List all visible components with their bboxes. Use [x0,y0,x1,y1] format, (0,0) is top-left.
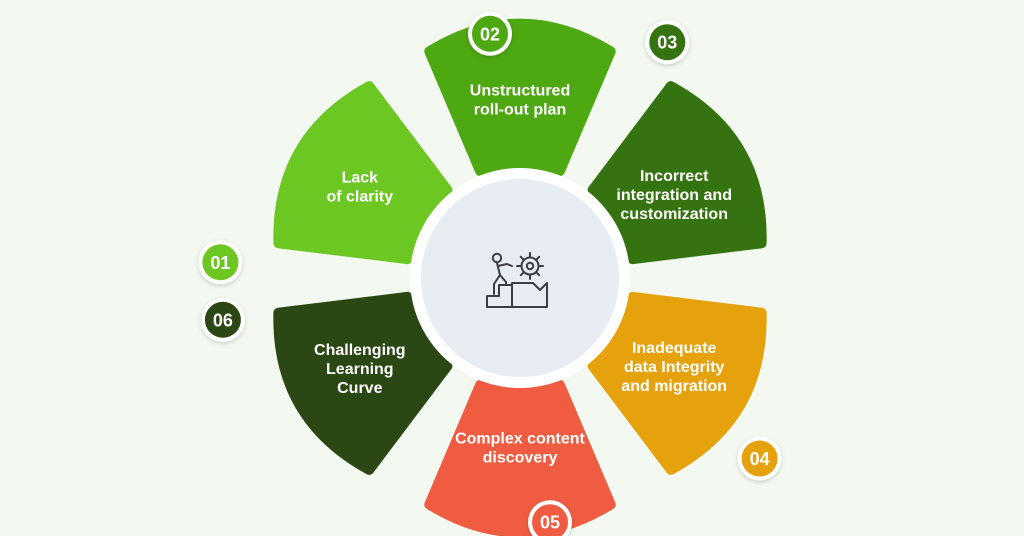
segment-03-label-line: customization [620,206,728,223]
segment-04-number: 04 [750,449,770,469]
segment-06-label-line: Challenging [314,342,406,359]
segment-04-number-badge: 04 [737,436,782,481]
segment-04-badge-fill [741,440,778,477]
segment-02-label-line: Unstructured [470,83,570,100]
person-pushing-gear-icon [486,252,548,308]
segment-05-shape [424,379,616,536]
segment-03-label-line: Incorrect [640,168,709,185]
segment-06-number: 06 [213,310,233,330]
segment-01-label-line: of clarity [326,189,393,206]
segment-04-label-line: Inadequate [632,340,717,357]
segment-04-label: Inadequate data Integrity and migration [621,340,727,395]
segment-02-label: Unstructured roll-out plan [470,83,570,119]
segment-06-label-line: Curve [337,380,382,397]
segment-01: Lack of clarity 01 [198,81,453,285]
segment-01-badge-fill [202,244,239,281]
segment-06-number-badge: 06 [200,297,245,342]
center-hub-disc [421,179,619,377]
segment-02: Unstructured roll-out plan 02 [424,11,616,177]
segment-03-number-badge: 03 [645,20,690,65]
segment-03-label: Incorrect integration and customization [616,168,732,223]
segment-01-label: Lack of clarity [326,170,393,206]
segment-02-number-badge: 02 [468,11,512,56]
segment-05-number-badge: 05 [528,500,572,536]
segment-02-shape [424,18,616,177]
segment-05-label-line: Complex content [455,431,585,448]
segment-04-shape [587,291,767,475]
segment-03-badge-fill [649,24,686,61]
segment-06-label-line: Learning [326,361,394,378]
segment-02-label-line: roll-out plan [474,102,566,119]
segment-06-shape [273,291,453,475]
segment-05-badge-fill [532,504,568,536]
segment-03-label-line: integration and [616,187,732,204]
segment-05-label-line: discovery [483,450,558,467]
segment-01-shape [273,81,453,265]
segment-01-label-line: Lack [342,170,379,187]
segment-03: Incorrect integration and customization 03 [587,20,767,265]
segments-layer: Lack of clarity 01 Unstructured roll-out pla… [198,11,782,536]
segment-04: Inadequate data Integrity and migration 04 [587,291,782,481]
segment-02-badge-fill [472,15,508,52]
segment-06-badge-fill [204,301,241,338]
segment-04-label-line: data Integrity [624,359,725,376]
segment-02-number: 02 [480,24,500,44]
segment-04-label-line: and migration [621,378,727,395]
segment-01-number-badge: 01 [198,240,243,285]
center-hub [410,168,630,388]
segment-03-number: 03 [657,33,677,53]
segment-03-shape [587,81,767,265]
segment-05-number: 05 [540,513,560,533]
segment-05: Complex content discovery 05 [424,379,616,536]
segment-05-label: Complex content discovery [455,431,585,467]
segment-01-number: 01 [210,253,230,273]
